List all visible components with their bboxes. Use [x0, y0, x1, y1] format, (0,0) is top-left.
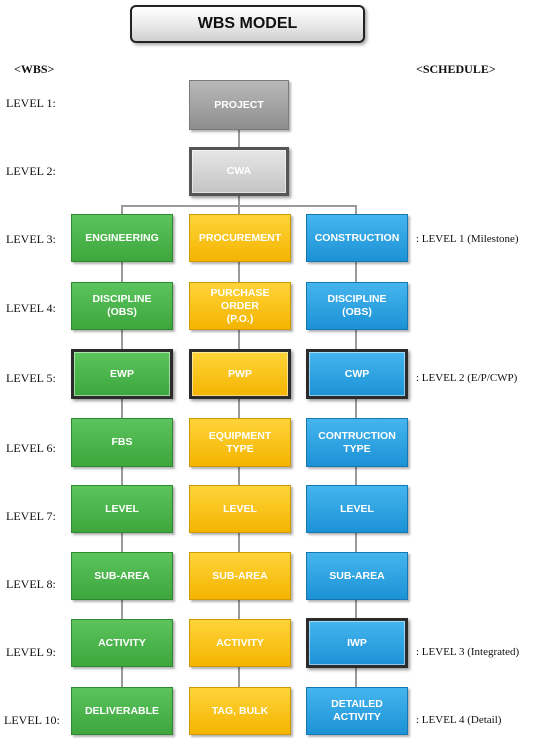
connector-branch-engineering: [121, 205, 123, 214]
schedule-level-1: : LEVEL 1 (Milestone): [416, 233, 519, 245]
node-cwa: CWA: [189, 147, 289, 196]
level-label-9: LEVEL 9:: [6, 645, 56, 659]
schedule-level-3: : LEVEL 3 (Integrated): [416, 646, 520, 658]
node-engineering-level: LEVEL: [71, 485, 173, 533]
node-construction-sub-area: SUB-AREA: [306, 552, 408, 600]
node-detailed-activity: DETAILED ACTIVITY: [306, 687, 408, 735]
node-construction-type: CONTRUCTION TYPE: [306, 418, 408, 467]
level-label-8: LEVEL 8:: [6, 577, 56, 591]
node-engineering-discipline: DISCIPLINE (OBS): [71, 282, 173, 330]
node-project: PROJECT: [189, 80, 289, 130]
connector-procurement-column: [238, 262, 240, 692]
node-engineering-activity: ACTIVITY: [71, 619, 173, 667]
node-procurement: PROCUREMENT: [189, 214, 291, 262]
node-engineering-sub-area: SUB-AREA: [71, 552, 173, 600]
node-construction-level: LEVEL: [306, 485, 408, 533]
node-procurement-activity: ACTIVITY: [189, 619, 291, 667]
node-purchase-order: PURCHASE ORDER (P.O.): [189, 282, 291, 330]
connector-branch-procurement: [238, 205, 240, 214]
schedule-heading: <SCHEDULE>: [416, 62, 496, 76]
connector-branch-construction: [355, 205, 357, 214]
node-procurement-level: LEVEL: [189, 485, 291, 533]
level-label-1: LEVEL 1:: [6, 96, 56, 110]
level-label-4: LEVEL 4:: [6, 301, 56, 315]
node-pwp: PWP: [189, 349, 291, 399]
level-label-7: LEVEL 7:: [6, 509, 56, 523]
node-tag-bulk: TAG, BULK: [189, 687, 291, 735]
connector-project-cwa: [238, 130, 240, 148]
level-label-5: LEVEL 5:: [6, 371, 56, 385]
node-deliverable: DELIVERABLE: [71, 687, 173, 735]
connector-construction-column: [355, 262, 357, 692]
node-fbs: FBS: [71, 418, 173, 467]
node-ewp: EWP: [71, 349, 173, 399]
diagram-title: WBS MODEL: [130, 5, 365, 43]
wbs-heading: <WBS>: [14, 62, 55, 76]
schedule-level-2: : LEVEL 2 (E/P/CWP): [416, 372, 518, 384]
level-label-10: LEVEL 10:: [4, 713, 60, 727]
node-cwp: CWP: [306, 349, 408, 399]
connector-engineering-column: [121, 262, 123, 692]
node-procurement-sub-area: SUB-AREA: [189, 552, 291, 600]
node-equipment-type: EQUIPMENT TYPE: [189, 418, 291, 467]
node-construction: CONSTRUCTION: [306, 214, 408, 262]
node-construction-discipline: DISCIPLINE (OBS): [306, 282, 408, 330]
level-label-3: LEVEL 3:: [6, 232, 56, 246]
level-label-2: LEVEL 2:: [6, 164, 56, 178]
level-label-6: LEVEL 6:: [6, 441, 56, 455]
node-engineering: ENGINEERING: [71, 214, 173, 262]
schedule-level-4: : LEVEL 4 (Detail): [416, 714, 502, 726]
connector-cwa-down: [238, 196, 240, 206]
node-iwp: IWP: [306, 618, 408, 668]
